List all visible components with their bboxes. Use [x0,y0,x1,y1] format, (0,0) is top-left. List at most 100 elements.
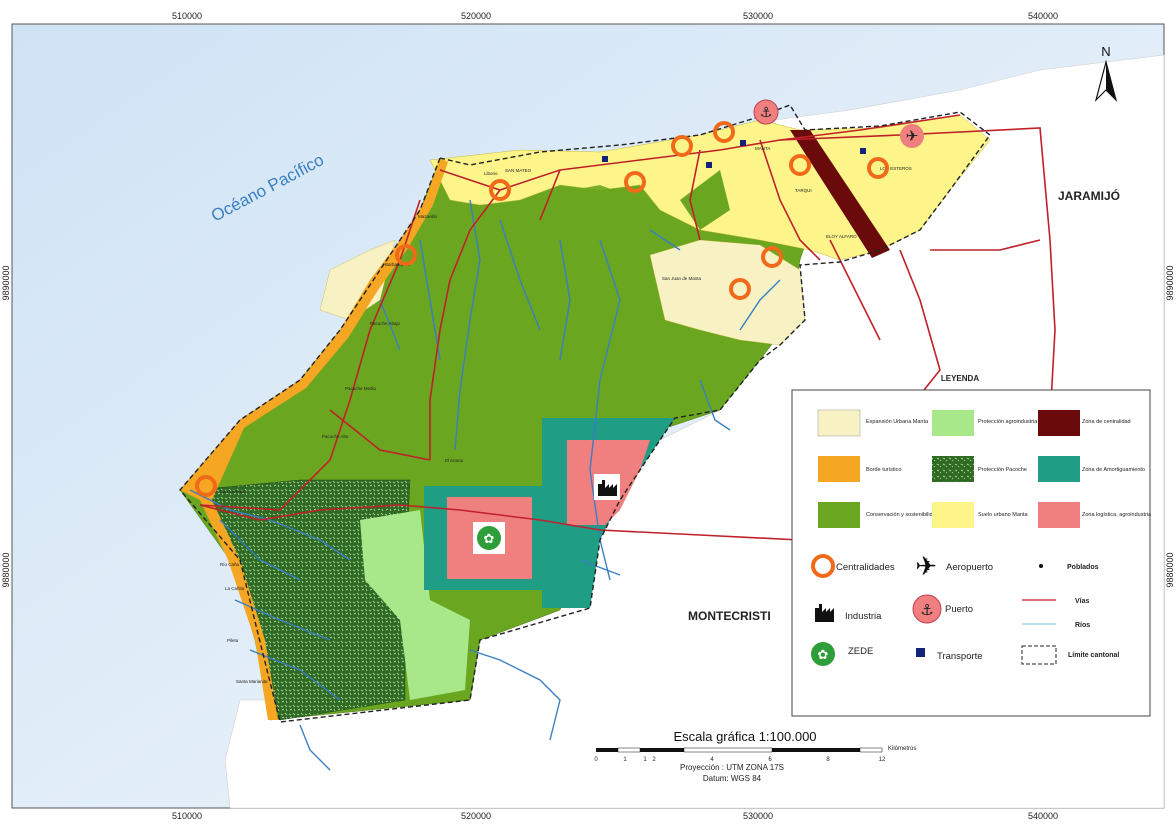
scale-tick: 8 [826,757,830,763]
town-labels: Liborio SAN MATEO Mazanillo Barbasquillo… [220,146,912,684]
legend-poblados-icon [1039,564,1043,568]
legend-puerto-label: Puerto [945,604,973,615]
projection-label: Proyección : UTM ZONA 17S [680,763,784,772]
canton-boundary [179,104,991,723]
legend-label-expansion: Expansión Urbana Manta [866,419,929,425]
legend-limite-label: Límite cantonal [1068,652,1119,659]
transport-marker [860,148,866,154]
scale-tick: 12 [879,757,886,763]
centralidad-marker [761,246,783,268]
town-label: TARQUI [795,188,812,193]
legend-label-pacoche: Protección Pacoche [978,467,1027,473]
centralidad-marker [395,244,417,266]
scale-tick: 6 [768,757,772,763]
centralidad-marker [624,171,646,193]
legend-label-logistica: Zona logística, agroindustria [1082,512,1152,518]
scale-tick: 0 [594,757,598,763]
legend-limite-icon [1021,645,1057,665]
town-label: Mazanillo [418,214,438,219]
legend-label-amortiguamiento: Zona de Amortiguamiento [1082,467,1145,473]
scale-tick: 1 [643,757,647,763]
town-label: SAN MATEO [505,168,532,173]
legend-swatch-expansion [817,409,861,437]
centralidad-marker [195,475,217,497]
zede-icon: ✿ [484,532,495,547]
svg-text:✿: ✿ [818,648,829,663]
transport-marker [602,156,608,162]
scale-bar: Escala gráfica 1:100.000 0 1 1 2 4 6 8 1… [594,729,916,783]
transport-marker [706,162,712,168]
legend-swatch-pacoche [932,456,974,482]
legend-aeropuerto-label: Aeropuerto [946,562,993,573]
transport-markers [602,140,866,168]
anchor-icon: ⚓ [760,105,773,121]
airport-marker: ✈ [900,124,924,148]
legend-swatch-borde [818,456,860,482]
legend-label-borde: Borde turístico [866,467,901,473]
zone-centralidad [790,130,890,258]
legend: LEYENDA Expansión Urbana Manta Protecció… [791,374,1152,717]
legend-swatch-amortiguamiento [1038,456,1080,482]
town-label: San Lorenzo [220,489,246,494]
scale-tick: 1 [623,757,627,763]
town-label: Pacoche Abajo [370,321,401,326]
legend-transporte-icon [916,648,925,657]
industry-marker [594,474,620,500]
legend-airplane-icon: ✈ [915,552,937,582]
coord-bottom-2: 520000 [461,811,491,821]
town-label: El Aromo [445,458,464,463]
town-label: Santa Marianita [236,679,268,684]
scale-title: Escala gráfica 1:100.000 [673,729,816,744]
legend-port-icon [912,594,942,624]
legend-zede-label: ZEDE [848,646,873,657]
town-label: Liborio [484,171,498,176]
coord-bottom-3: 530000 [743,811,773,821]
centralidad-marker [713,121,735,143]
coord-bottom-1: 510000 [172,811,202,821]
legend-anchor-icon: ⚓ [920,601,933,619]
coord-bottom-4: 540000 [1028,811,1058,821]
coord-top-2: 520000 [461,11,491,21]
coord-left-2: 9880000 [1,552,11,587]
airplane-icon: ✈ [906,127,919,145]
region-label-montecristi: MONTECRISTI [688,609,771,623]
centralidad-marker [789,154,811,176]
scale-unit: Kilómetros [888,746,916,752]
legend-transporte-label: Transporte [937,651,983,662]
centralidad-marker [729,278,751,300]
town-label: Pacoche Alto [322,434,349,439]
town-label: Pileta [227,638,239,643]
legend-swatch-agroindustria [932,410,974,436]
legend-poblados-label: Poblados [1067,564,1099,571]
legend-swatch-centralidad [1038,410,1080,436]
scale-tick: 4 [710,757,714,763]
coord-top-1: 510000 [172,11,202,21]
town-label: LOS ESTEROS [880,166,912,171]
port-marker: ⚓ [753,99,779,125]
town-label: Pacoche Medio [345,386,377,391]
coord-right-2: 9880000 [1165,552,1175,587]
town-label: La Cañita [225,586,245,591]
zede-marker: ✿ [473,522,505,554]
legend-swatch-conservacion [818,502,860,528]
legend-label-agroindustria: Protección agroindustria [978,419,1038,425]
legend-zede-icon [811,642,835,666]
factory-icon [598,480,617,496]
north-label: N [1101,44,1110,59]
town-label: San Juan de Manta [662,276,702,281]
zone-conservation-north [680,170,730,230]
legend-label-suelo-urbano: Suelo urbano Manta [978,512,1028,518]
centralidad-markers [195,121,889,497]
centralidad-marker [671,135,693,157]
town-label: Barbasquillo [385,262,410,267]
legend-centralidad-icon [811,554,835,578]
legend-centralidad-label: Centralidades [836,562,895,573]
scale-tick: 2 [652,757,656,763]
town-label: Río Caña [220,562,240,567]
legend-factory-icon [815,604,834,622]
transport-marker [740,140,746,146]
zone-borde-turistico [180,158,448,720]
coord-top-3: 530000 [743,11,773,21]
datum-label: Datum: WGS 84 [703,774,762,783]
